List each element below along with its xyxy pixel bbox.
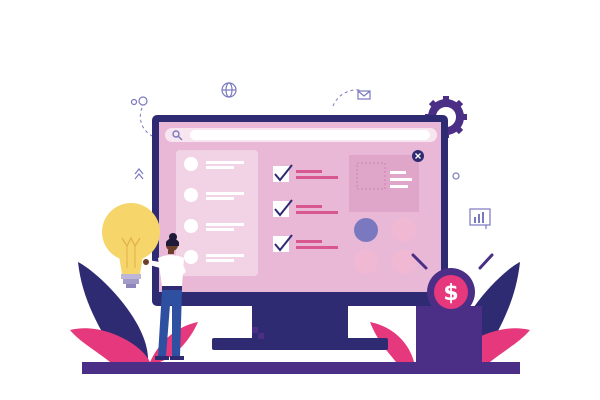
search-field-inner[interactable] bbox=[190, 130, 430, 140]
checklist-item[interactable] bbox=[273, 199, 338, 217]
checklist-item[interactable] bbox=[273, 164, 338, 182]
list-item[interactable] bbox=[184, 219, 244, 233]
popup-line bbox=[390, 178, 412, 181]
monitor bbox=[152, 115, 448, 350]
option-circle[interactable] bbox=[354, 250, 378, 274]
bar-chart-icon bbox=[469, 208, 491, 229]
check-icon bbox=[274, 164, 293, 182]
globe-icon bbox=[221, 82, 237, 98]
cog-small-icon bbox=[130, 96, 148, 106]
ground-base bbox=[82, 362, 520, 374]
monitor-stand bbox=[212, 338, 388, 350]
coin-rays bbox=[411, 253, 494, 270]
small-circle bbox=[452, 172, 460, 180]
check-icon bbox=[274, 234, 293, 252]
monitor-neck bbox=[252, 306, 348, 338]
popup-card bbox=[349, 155, 419, 212]
list-item[interactable] bbox=[184, 157, 244, 171]
list-item[interactable] bbox=[184, 188, 244, 202]
popup-line bbox=[390, 185, 408, 188]
option-circle[interactable] bbox=[392, 218, 416, 242]
option-circle[interactable] bbox=[354, 218, 378, 242]
person-icon bbox=[143, 233, 186, 360]
dollar-coin-icon: $ bbox=[427, 268, 475, 316]
dashed-arc-left bbox=[139, 107, 159, 139]
list-card bbox=[176, 150, 258, 276]
close-icon[interactable] bbox=[412, 150, 424, 162]
arrows-up-icon bbox=[134, 168, 144, 180]
dashed-arc bbox=[332, 89, 361, 107]
option-circle[interactable] bbox=[392, 250, 416, 274]
search-icon bbox=[172, 130, 183, 141]
list-item[interactable] bbox=[184, 250, 244, 264]
coin-symbol: $ bbox=[443, 281, 458, 306]
popup-line bbox=[390, 171, 406, 174]
deco-square bbox=[252, 327, 258, 333]
check-icon bbox=[274, 199, 293, 217]
image-placeholder bbox=[356, 162, 386, 190]
checklist-item[interactable] bbox=[273, 234, 338, 252]
lightbulb-icon bbox=[102, 203, 160, 288]
deco-square bbox=[258, 333, 264, 339]
mail-icon bbox=[357, 90, 371, 100]
